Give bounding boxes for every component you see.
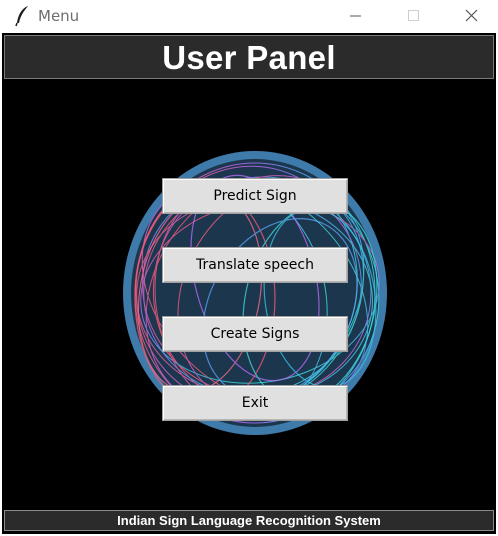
- feather-icon: [15, 6, 28, 27]
- close-button[interactable]: [448, 0, 494, 32]
- create-signs-button[interactable]: Create Signs: [162, 316, 348, 352]
- exit-button[interactable]: Exit: [162, 385, 348, 421]
- maximize-button[interactable]: [390, 0, 436, 32]
- minimize-button[interactable]: [332, 0, 378, 32]
- header-bar: User Panel: [4, 35, 494, 79]
- title-bar[interactable]: Menu: [0, 0, 498, 32]
- window-title: Menu: [38, 7, 80, 25]
- footer-bar: Indian Sign Language Recognition System: [4, 510, 494, 531]
- close-icon: [465, 9, 478, 22]
- maximize-icon: [408, 10, 419, 21]
- minimize-icon: [350, 15, 361, 17]
- footer-text: Indian Sign Language Recognition System: [117, 513, 381, 528]
- page-title: User Panel: [162, 39, 336, 76]
- client-area: User Panel: [2, 33, 496, 534]
- translate-speech-button[interactable]: Translate speech: [162, 247, 348, 283]
- predict-sign-button[interactable]: Predict Sign: [162, 178, 348, 214]
